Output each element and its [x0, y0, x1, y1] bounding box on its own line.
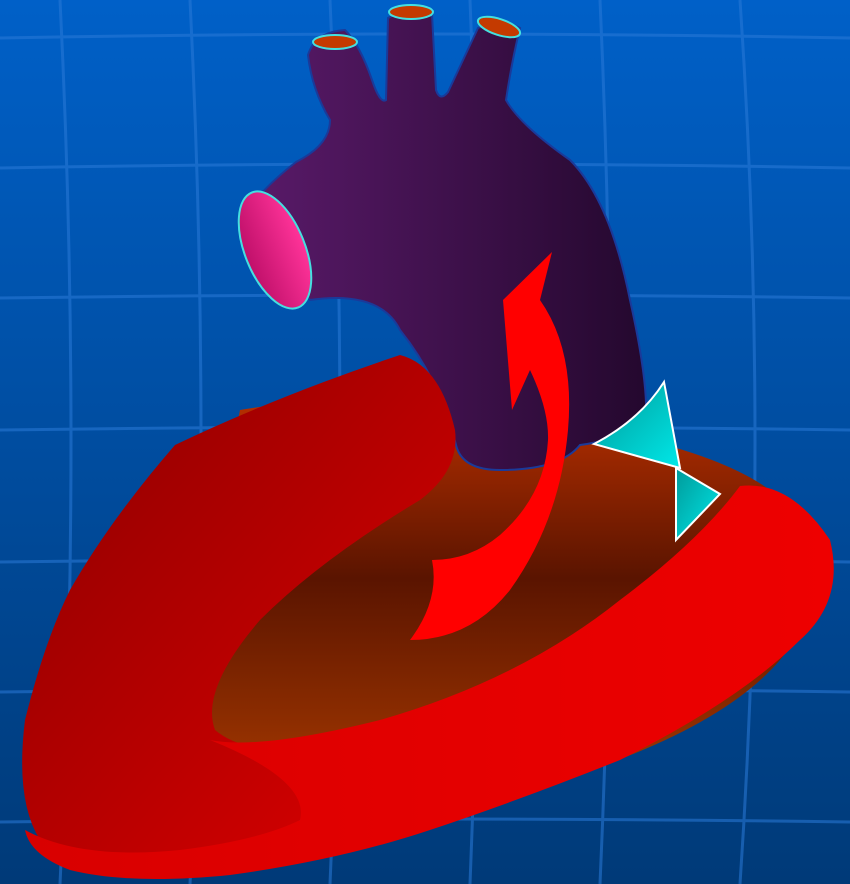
branch-vessel-2: [389, 5, 433, 19]
branch-vessel-1: [313, 35, 357, 49]
